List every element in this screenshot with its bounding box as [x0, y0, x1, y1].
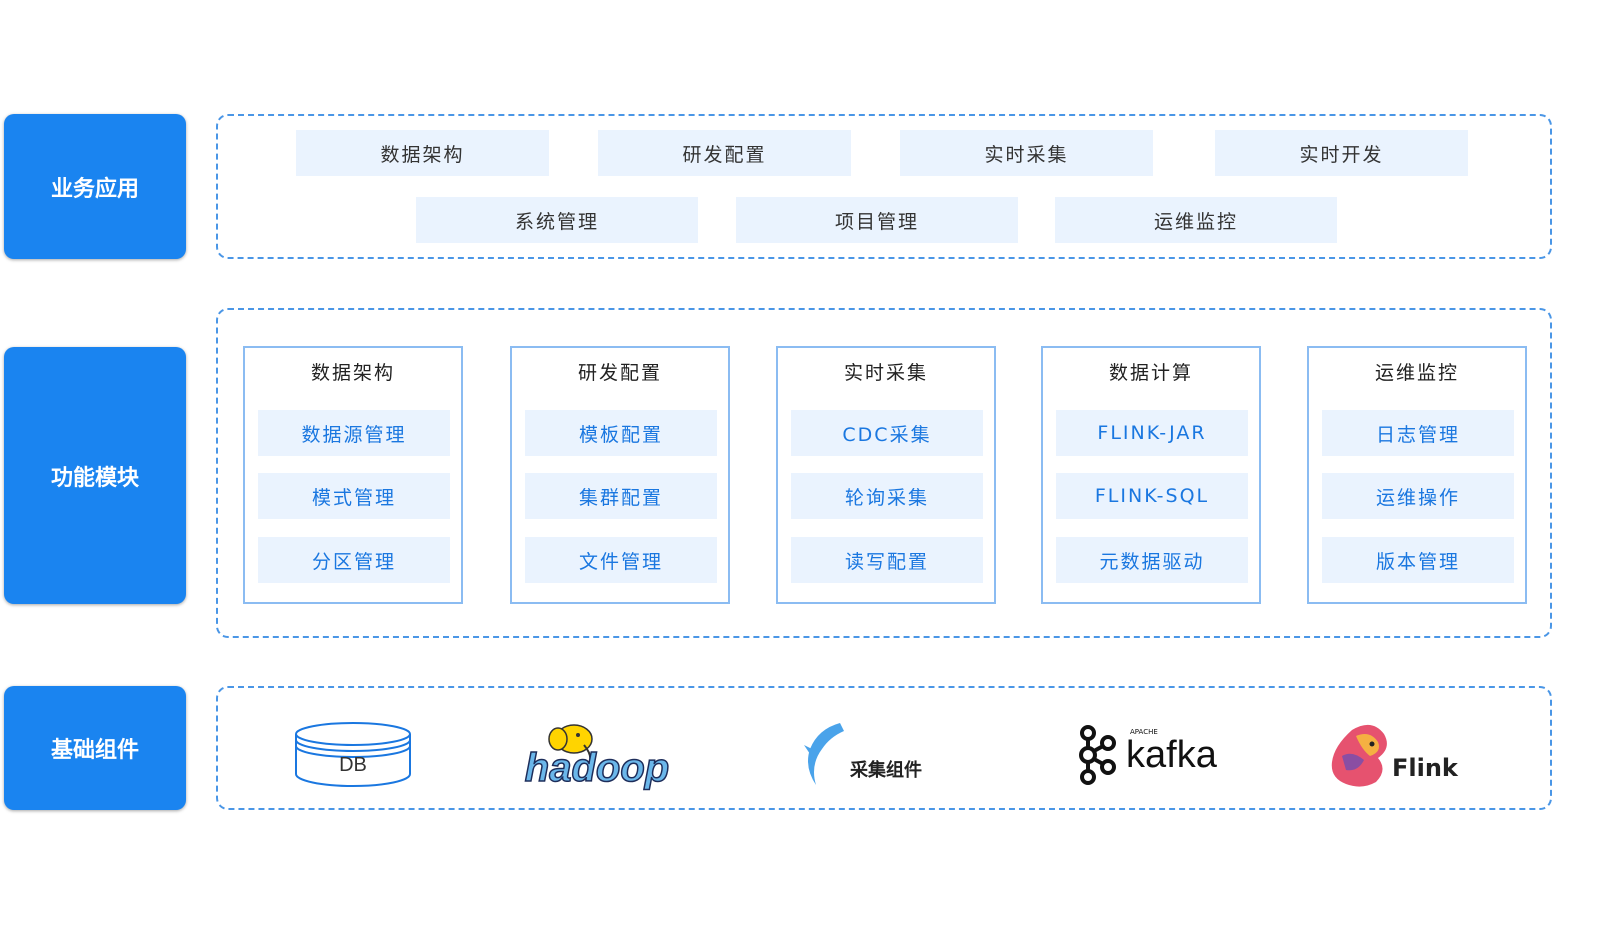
- kafka-apache-label: APACHE: [1130, 727, 1158, 736]
- business-chip: 运维监控: [1055, 197, 1337, 243]
- shark-icon: [804, 723, 844, 785]
- module-card: 数据架构 数据源管理 模式管理 分区管理: [243, 346, 463, 604]
- base-frame: [216, 686, 1552, 810]
- module-item: 元数据驱动: [1056, 537, 1248, 583]
- collector-label: 采集组件: [850, 760, 922, 781]
- module-item: 模板配置: [525, 410, 717, 456]
- hadoop-logo: hadoop: [512, 714, 682, 796]
- db-logo: DB: [292, 714, 414, 796]
- module-card: 实时采集 CDC采集 轮询采集 读写配置: [776, 346, 996, 604]
- db-label: DB: [339, 754, 367, 776]
- module-title: 研发配置: [577, 362, 662, 384]
- business-chip: 实时采集: [900, 130, 1153, 176]
- kafka-icon: [1079, 725, 1116, 785]
- module-title: 实时采集: [843, 362, 928, 384]
- database-icon: DB: [295, 722, 411, 787]
- module-item: 数据源管理: [258, 410, 450, 456]
- module-item: FLINK-JAR: [1056, 410, 1248, 456]
- module-title: 数据架构: [310, 362, 395, 384]
- module-item: FLINK-SQL: [1056, 473, 1248, 519]
- layer-label-base: 基础组件: [4, 686, 186, 810]
- hadoop-wordmark: hadoop: [525, 746, 669, 790]
- business-chip: 研发配置: [598, 130, 851, 176]
- business-chip: 系统管理: [416, 197, 698, 243]
- module-card: 数据计算 FLINK-JAR FLINK-SQL 元数据驱动: [1041, 346, 1261, 604]
- module-item: CDC采集: [791, 410, 983, 456]
- module-item: 集群配置: [525, 473, 717, 519]
- hadoop-elephant-icon: hadoop: [524, 724, 670, 791]
- flink-wordmark: Flink: [1392, 754, 1458, 782]
- business-chip: 实时开发: [1215, 130, 1468, 176]
- function-frame: [216, 308, 1552, 638]
- module-item: 文件管理: [525, 537, 717, 583]
- module-card: 运维监控 日志管理 运维操作 版本管理: [1307, 346, 1527, 604]
- module-title: 运维监控: [1374, 362, 1459, 384]
- kafka-logo: APACHE kafka: [1074, 714, 1234, 796]
- module-item: 日志管理: [1322, 410, 1514, 456]
- module-item: 模式管理: [258, 473, 450, 519]
- module-item: 轮询采集: [791, 473, 983, 519]
- module-item: 读写配置: [791, 537, 983, 583]
- module-item: 运维操作: [1322, 473, 1514, 519]
- layer-label-function: 功能模块: [4, 347, 186, 604]
- module-title: 数据计算: [1108, 362, 1193, 384]
- flink-logo: Flink: [1322, 714, 1472, 796]
- layer-label-business: 业务应用: [4, 114, 186, 259]
- module-item: 分区管理: [258, 537, 450, 583]
- business-frame: [216, 114, 1552, 259]
- business-chip: 数据架构: [296, 130, 549, 176]
- business-chip: 项目管理: [736, 197, 1018, 243]
- module-item: 版本管理: [1322, 537, 1514, 583]
- kafka-wordmark: kafka: [1126, 733, 1217, 776]
- collector-logo: 采集组件: [800, 714, 940, 796]
- flink-squirrel-icon: [1331, 724, 1387, 787]
- module-card: 研发配置 模板配置 集群配置 文件管理: [510, 346, 730, 604]
